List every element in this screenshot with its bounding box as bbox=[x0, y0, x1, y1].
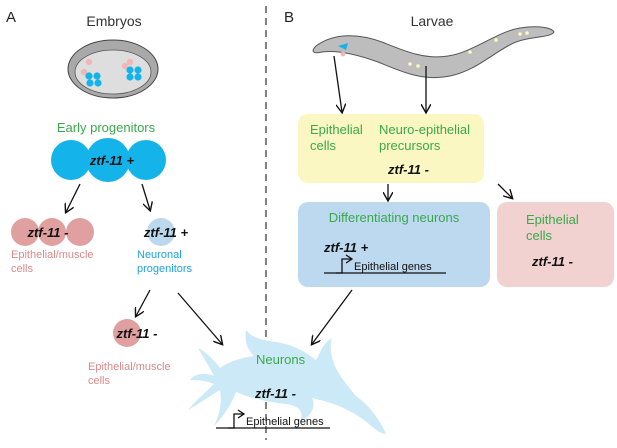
epithelial-cells-b-line1: Epithelial bbox=[526, 212, 579, 227]
larval-neuro-line2: precursors bbox=[379, 138, 441, 153]
early-progenitor-cells bbox=[51, 138, 166, 182]
epithelial-muscle-2-line1: Epithelial/muscle bbox=[88, 361, 171, 373]
epithelial-cells-b-gene: ztf-11 - bbox=[531, 254, 573, 269]
differentiating-neurons-gene: ztf-11 + bbox=[323, 240, 369, 255]
epithelial-muscle-1-line1: Epithelial/muscle bbox=[11, 249, 94, 261]
arrow-early-to-epithelial bbox=[66, 183, 81, 212]
epithelial-muscle-2-gene: ztf-11 - bbox=[116, 326, 158, 341]
larval-epithelial-line2: cells bbox=[310, 138, 337, 153]
arrow-differentiating-to-neurons bbox=[312, 289, 353, 344]
neuron-illustration bbox=[188, 330, 386, 434]
neurons-gene: ztf-11 - bbox=[254, 386, 296, 401]
larval-cells-gene: ztf-11 - bbox=[387, 162, 429, 177]
larva-illustration bbox=[312, 26, 555, 79]
differentiating-genes-label: Epithelial genes bbox=[354, 261, 432, 273]
neuronal-progenitors-line2: progenitors bbox=[137, 263, 193, 275]
promoter-arrow-icon-neuron bbox=[228, 409, 246, 429]
arrow-neuronal-to-epithelial bbox=[136, 289, 151, 316]
neuronal-progenitor-cell bbox=[147, 218, 175, 246]
arrow-larva-to-epithelial bbox=[333, 55, 342, 112]
larvae-title: Larvae bbox=[411, 13, 454, 29]
differentiating-neurons-label: Differentiating neurons bbox=[329, 210, 460, 225]
epithelial-muscle-1-gene: ztf-11 - bbox=[27, 225, 69, 240]
embryo-illustration bbox=[67, 39, 159, 99]
neurons-label: Neurons bbox=[256, 352, 306, 367]
epithelial-cells-b-box bbox=[497, 202, 614, 287]
early-progenitors-label: Early progenitors bbox=[57, 120, 156, 135]
epithelial-muscle-2-line2: cells bbox=[88, 375, 111, 387]
panel-label-a: A bbox=[6, 9, 16, 26]
larval-neuro-line1: Neuro-epithelial bbox=[379, 122, 470, 137]
epithelial-muscle-cells-1 bbox=[11, 218, 94, 246]
larval-epithelial-line1: Epithelial bbox=[310, 122, 363, 137]
arrow-early-to-neuronal bbox=[141, 183, 150, 210]
epithelial-muscle-cell-2 bbox=[113, 319, 141, 347]
early-progenitors-gene: ztf-11 + bbox=[89, 153, 135, 168]
arrow-neuronal-to-neurons bbox=[177, 292, 222, 344]
epithelial-muscle-1-line2: cells bbox=[11, 263, 34, 275]
epithelial-cells-b-line2: cells bbox=[526, 228, 553, 243]
panel-label-b: B bbox=[284, 9, 294, 26]
neurons-genes-label: Epithelial genes bbox=[246, 416, 324, 428]
larval-cells-box bbox=[298, 114, 484, 183]
neuronal-progenitors-line1: Neuronal bbox=[137, 249, 182, 261]
differentiating-neurons-box bbox=[298, 202, 490, 287]
embryos-title: Embryos bbox=[86, 13, 141, 29]
arrow-to-epithelial-b bbox=[497, 183, 512, 198]
neuronal-progenitors-gene: ztf-11 + bbox=[143, 225, 189, 240]
